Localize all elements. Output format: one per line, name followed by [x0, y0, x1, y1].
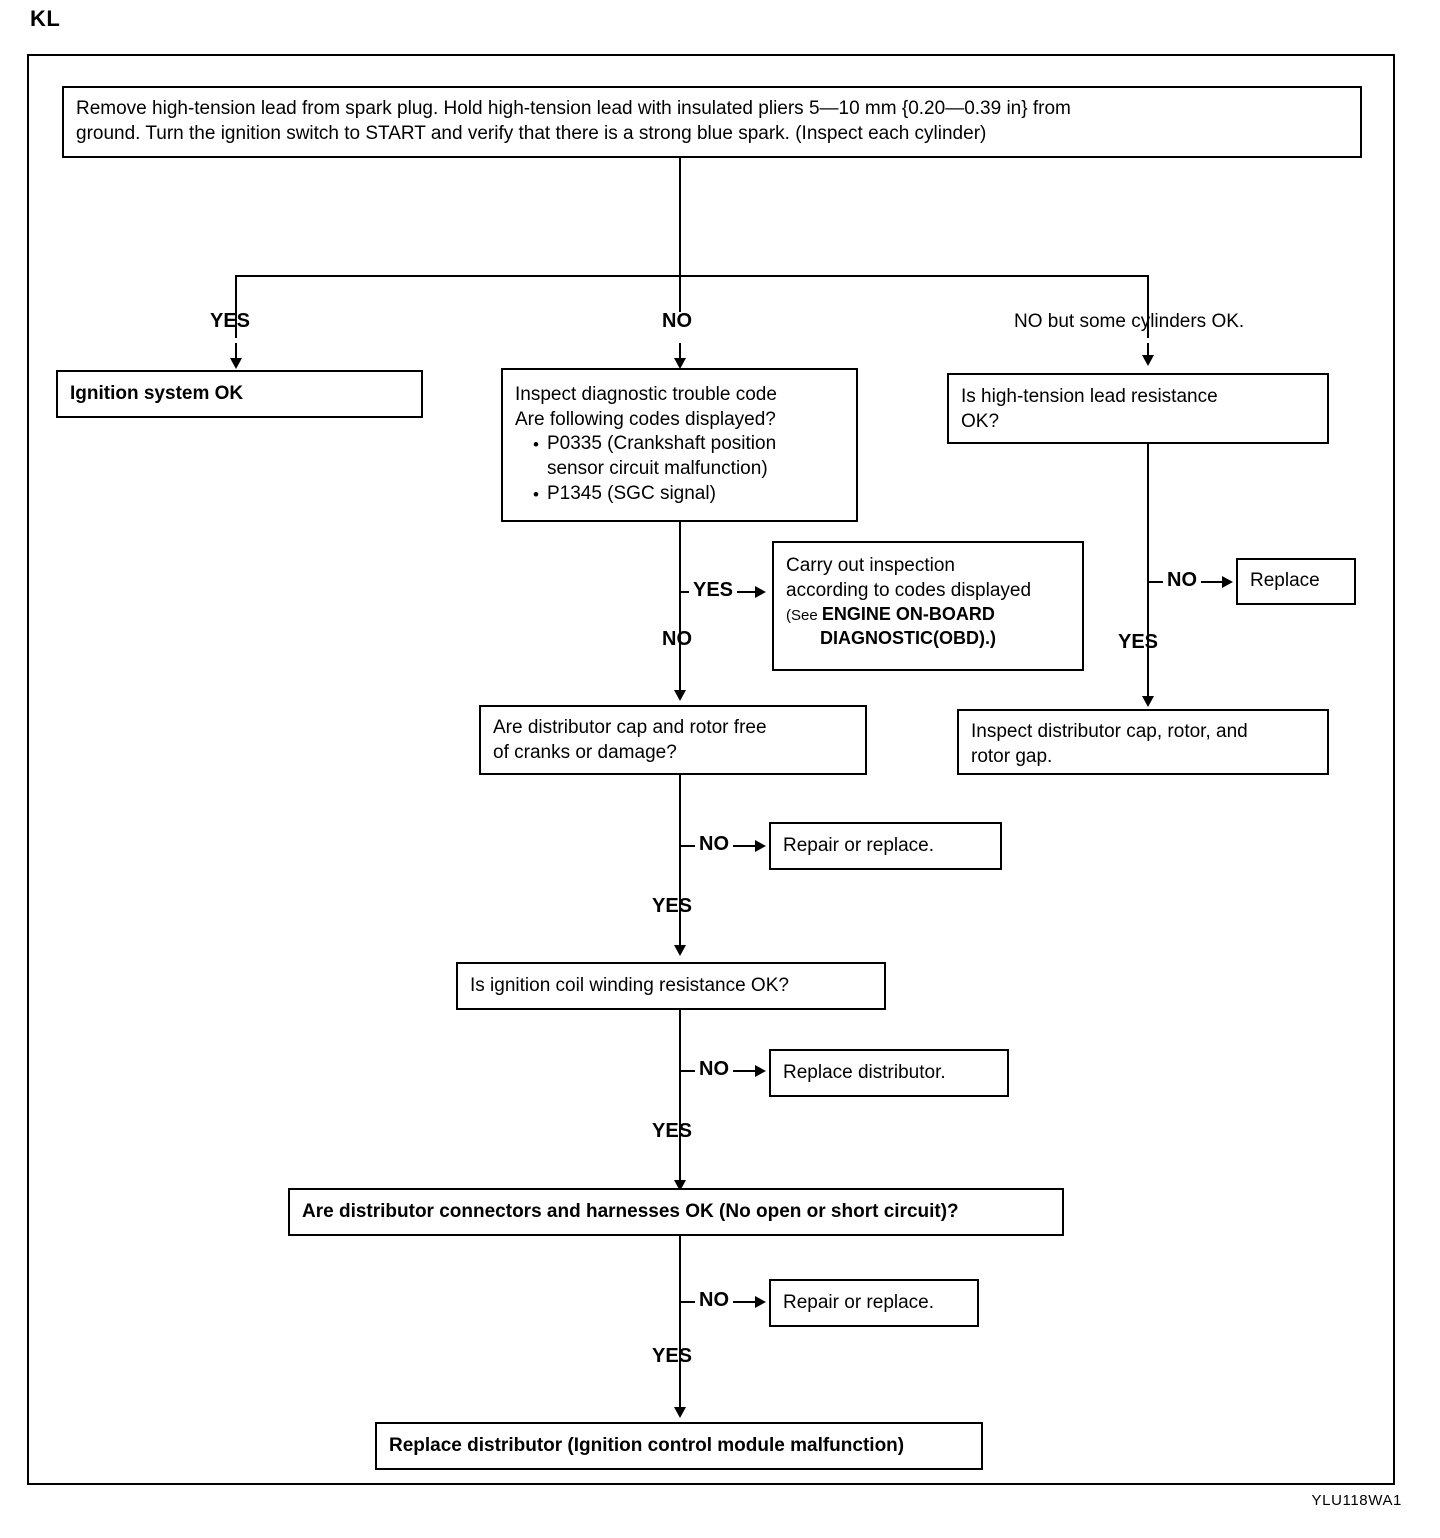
connector-harness-stem — [679, 1236, 681, 1412]
bullet-icon: • — [533, 435, 539, 455]
arrowhead-harness-no — [755, 1296, 766, 1308]
connector-branch-bar — [235, 275, 1149, 277]
connector-ht-stem — [1147, 444, 1149, 701]
branch-label-coil-no: NO — [695, 1058, 733, 1081]
arrowhead-no-center — [674, 358, 686, 369]
node-ht-lead-resistance: Is high-tension lead resistance OK? — [947, 373, 1329, 444]
connector-no-to-box — [679, 343, 681, 362]
carry-out-line-4: DIAGNOSTIC(OBD).) — [820, 627, 996, 648]
connector-coil-stem — [679, 1010, 681, 1185]
branch-label-no-some-cylinders: NO but some cylinders OK. — [1014, 311, 1245, 332]
node-coil-winding-resistance: Is ignition coil winding resistance OK? — [456, 962, 886, 1010]
connector-yes-to-box — [235, 343, 237, 362]
arrowhead-yes-left — [230, 358, 242, 369]
branch-label-coil-yes: YES — [652, 1120, 693, 1142]
node-ignition-system-ok: Ignition system OK — [56, 370, 423, 418]
ht-lead-line-2: OK? — [961, 410, 1000, 432]
repair-or-replace-2-label: Repair or replace. — [783, 1291, 935, 1313]
connector-no-drop — [679, 275, 681, 312]
arrowhead-cap-yes — [674, 945, 686, 956]
final-label: Replace distributor (Ignition control mo… — [389, 1434, 905, 1456]
coil-winding-label: Is ignition coil winding resistance OK? — [470, 974, 789, 996]
bullet-icon: • — [533, 484, 539, 504]
node-replace-distributor-1: Replace distributor. — [769, 1049, 1009, 1097]
cap-rotor-line-1: Are distributor cap and rotor free — [493, 717, 767, 738]
connector-no-some-drop — [1147, 275, 1149, 338]
arrowhead-ht-yes — [1142, 696, 1154, 707]
diagram-frame — [27, 54, 1395, 1485]
branch-label-ht-no: NO — [1163, 569, 1201, 592]
branch-label-dtc-yes: YES — [689, 579, 738, 602]
page-title: KL — [30, 6, 61, 31]
node-final-replace-distributor: Replace distributor (Ignition control mo… — [375, 1422, 983, 1470]
connector-start-trunk — [679, 158, 681, 277]
branch-label-harness-no: NO — [695, 1289, 733, 1312]
node-inspect-dtc: Inspect diagnostic trouble code Are foll… — [501, 368, 858, 522]
repair-or-replace-1-label: Repair or replace. — [783, 834, 935, 856]
connector-cap-stem — [679, 775, 681, 950]
arrowhead-no-some-cylinders — [1142, 355, 1154, 366]
node-cap-rotor-free: Are distributor cap and rotor free of cr… — [479, 705, 867, 775]
dtc-bullet-p0335: • P0335 (Crankshaft position sensor circ… — [515, 432, 844, 481]
arrowhead-coil-no — [755, 1065, 766, 1077]
figure-id: YLU118WA1 — [1311, 1492, 1402, 1509]
branch-label-cap-no: NO — [695, 833, 733, 856]
node-start-instruction: Remove high-tension lead from spark plug… — [62, 86, 1362, 158]
replace-distributor-1-label: Replace distributor. — [783, 1061, 946, 1083]
arrowhead-coil-yes — [674, 1180, 686, 1191]
start-line-2: ground. Turn the ignition switch to STAR… — [76, 122, 987, 144]
replace-label: Replace — [1250, 570, 1320, 592]
connector-dtc-stem — [679, 522, 681, 695]
branch-label-no-center: NO — [662, 310, 692, 332]
branch-label-cap-yes: YES — [652, 895, 693, 917]
connector-yes-drop — [235, 275, 237, 338]
arrowhead-ht-no — [1222, 576, 1233, 588]
arrowhead-harness-yes — [674, 1407, 686, 1418]
dtc-bullet-p0335-line1: P0335 (Crankshaft position — [546, 433, 777, 455]
dtc-line-1: Inspect diagnostic trouble code — [515, 384, 777, 405]
node-repair-or-replace-2: Repair or replace. — [769, 1279, 979, 1327]
branch-label-ht-yes: YES — [1118, 631, 1159, 653]
branch-label-yes-left: YES — [210, 310, 251, 332]
dtc-line-2: Are following codes displayed? — [515, 408, 776, 430]
start-line-1: Remove high-tension lead from spark plug… — [76, 98, 1071, 119]
dtc-bullet-p0335-text: P0335 (Crankshaft position sensor circui… — [547, 432, 776, 481]
node-connectors-harnesses: Are distributor connectors and harnesses… — [288, 1188, 1064, 1236]
inspect-cap-line-1: Inspect distributor cap, rotor, and — [971, 721, 1248, 742]
carry-out-line-2: according to codes displayed — [786, 579, 1032, 601]
carry-out-line-3: ENGINE ON-BOARD — [821, 604, 995, 625]
node-inspect-distributor-cap: Inspect distributor cap, rotor, and roto… — [957, 709, 1329, 775]
cap-rotor-line-2: of cranks or damage? — [493, 741, 677, 763]
dtc-bullet-p0335-line2: sensor circuit malfunction) — [546, 458, 768, 480]
branch-label-dtc-no: NO — [662, 628, 692, 650]
node-carry-out-inspection: Carry out inspection according to codes … — [772, 541, 1084, 671]
inspect-cap-line-2: rotor gap. — [971, 745, 1053, 767]
arrowhead-cap-no — [755, 840, 766, 852]
dtc-bullet-p1345: • P1345 (SGC signal) — [515, 482, 844, 507]
arrowhead-dtc-yes — [755, 586, 766, 598]
ignition-system-ok-label: Ignition system OK — [70, 382, 244, 404]
node-repair-or-replace-1: Repair or replace. — [769, 822, 1002, 870]
connector-no-some-to-box — [1147, 343, 1149, 360]
branch-label-harness-yes: YES — [652, 1345, 693, 1367]
carry-out-see-prefix: (See — [786, 607, 822, 625]
carry-out-line-1: Carry out inspection — [786, 555, 955, 576]
ht-lead-line-1: Is high-tension lead resistance — [961, 386, 1218, 407]
connectors-harnesses-label: Are distributor connectors and harnesses… — [302, 1200, 959, 1222]
dtc-bullet-p1345-text: P1345 (SGC signal) — [546, 482, 716, 504]
arrowhead-dtc-no — [674, 690, 686, 701]
node-replace: Replace — [1236, 558, 1356, 605]
